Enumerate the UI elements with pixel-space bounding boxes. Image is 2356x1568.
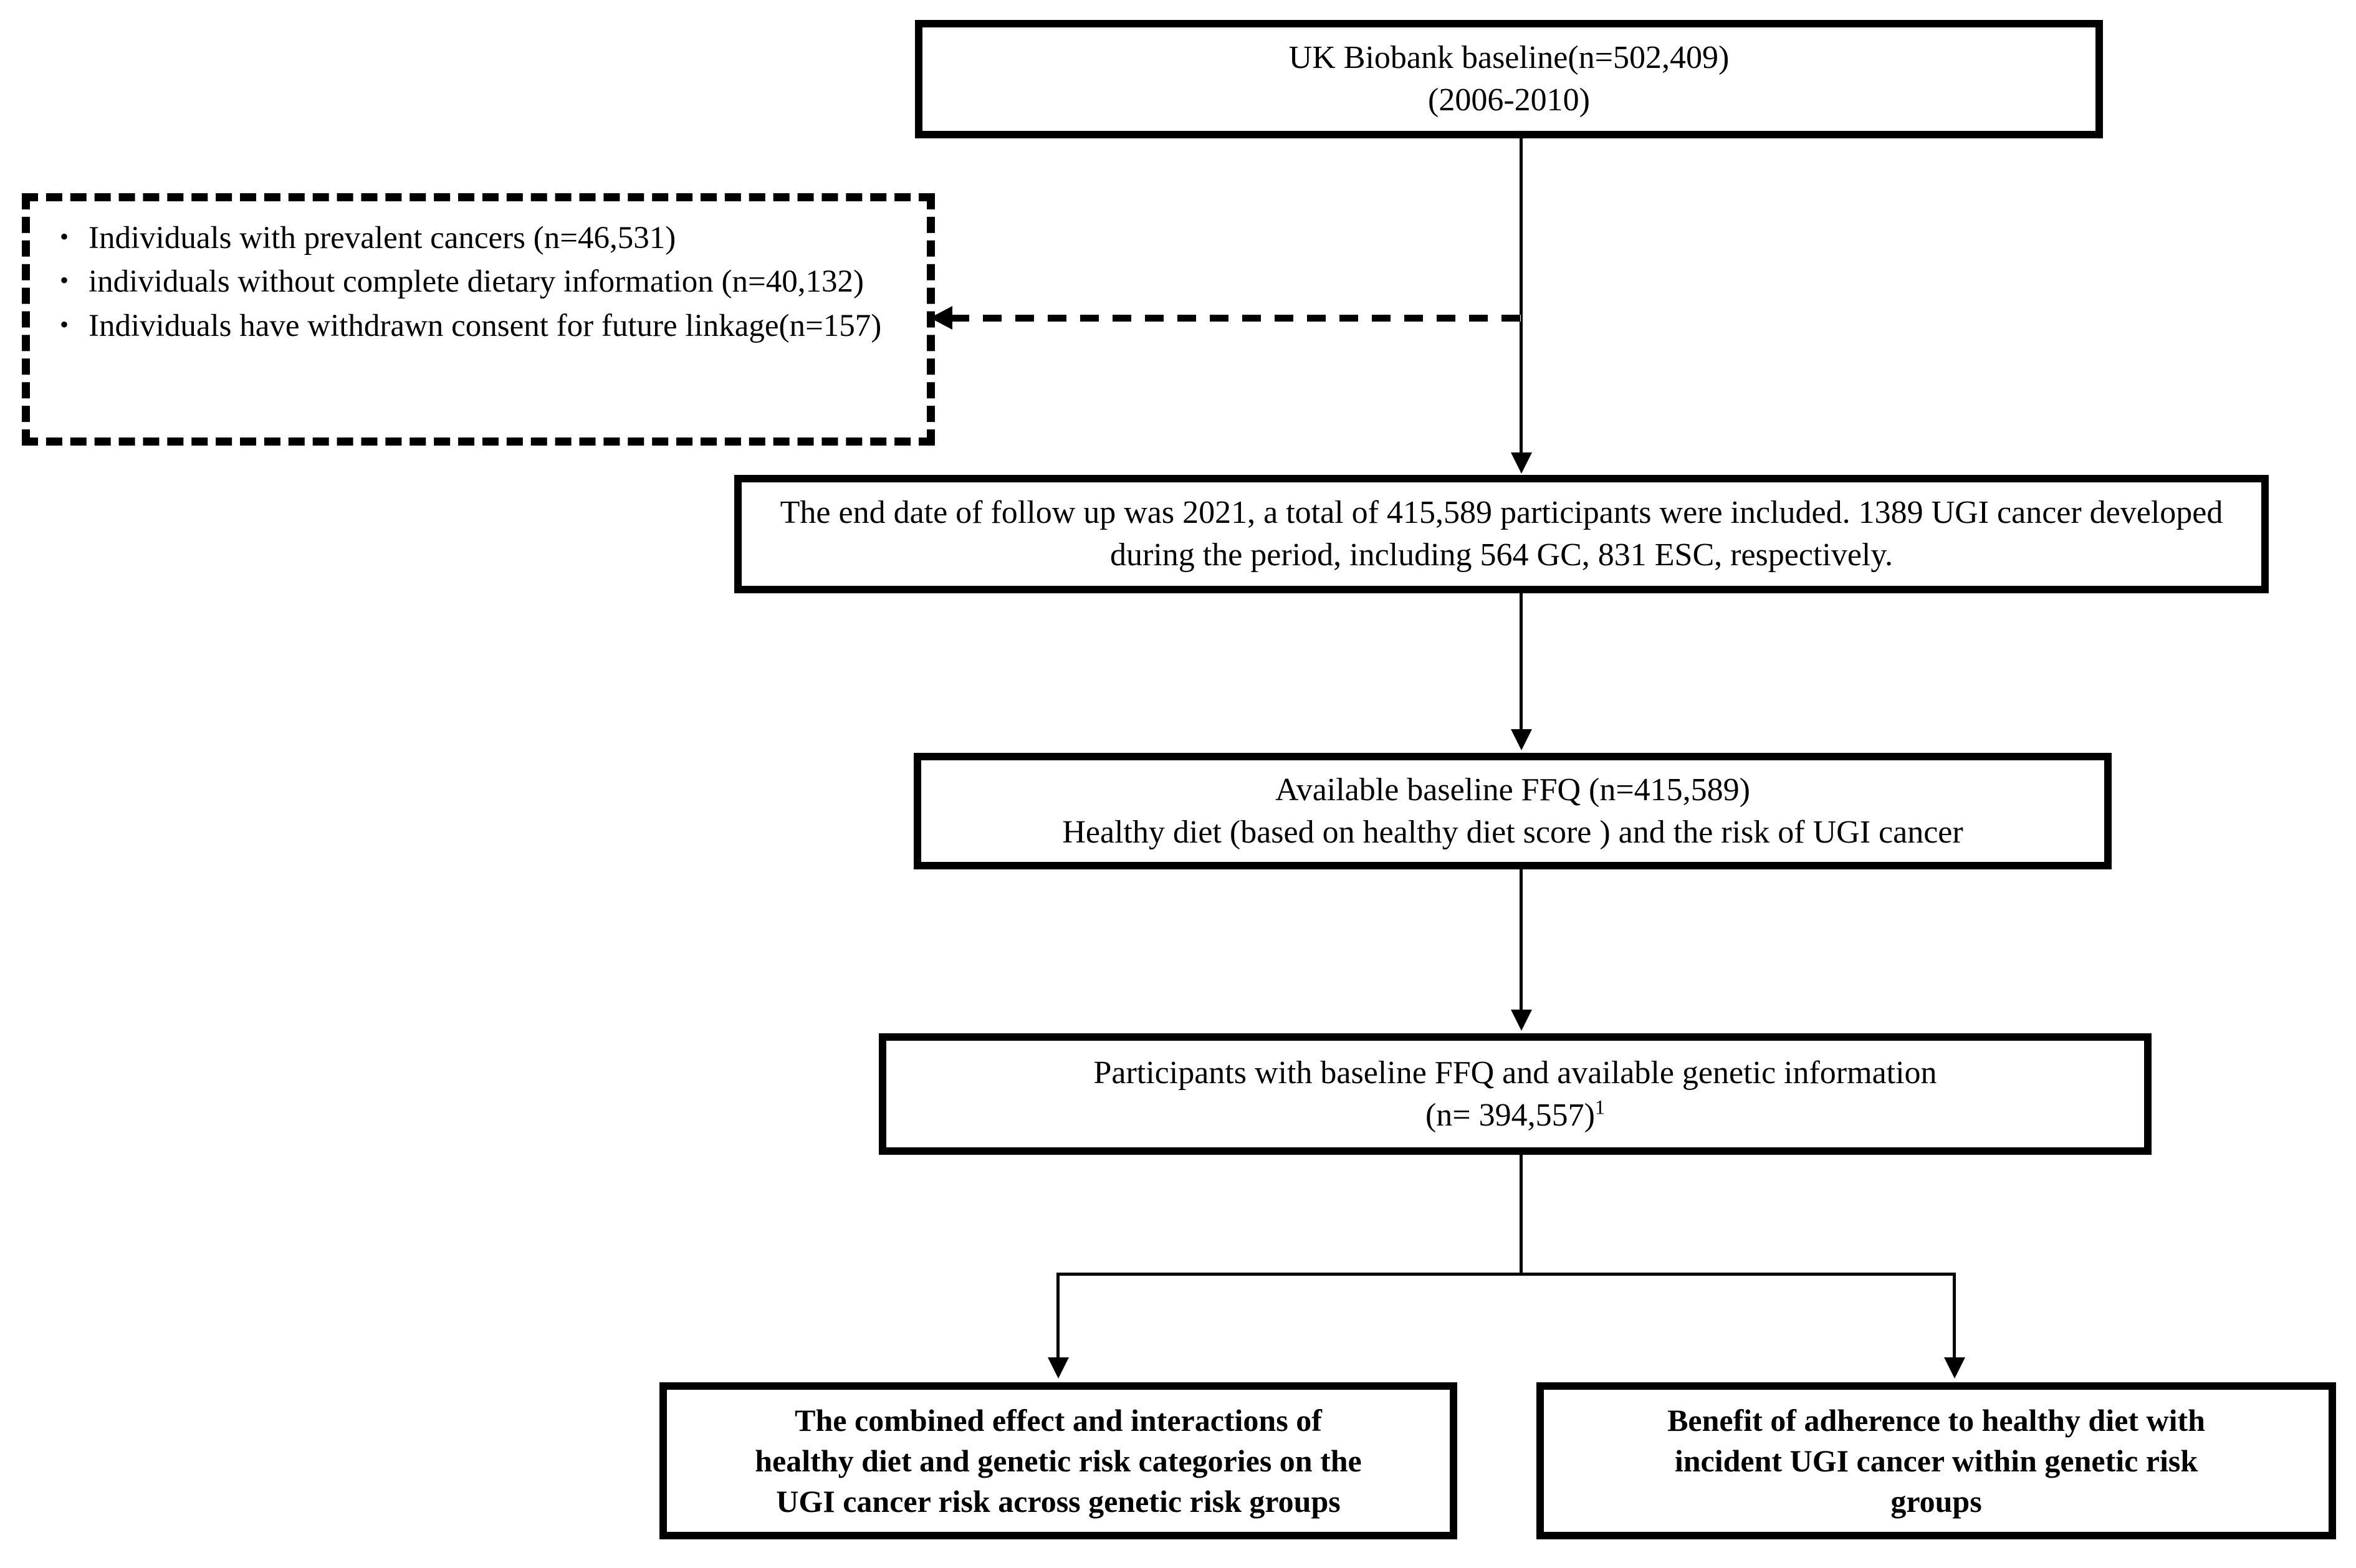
arrowhead-to-outcome-left <box>1048 1357 1069 1379</box>
box-exclusions: • Individuals with prevalent cancers (n=… <box>22 193 935 446</box>
genetic-line-2: (n= 394,557) <box>1425 1097 1595 1133</box>
arrowhead-to-exclusions <box>930 306 952 330</box>
connector-followup-to-ffq <box>1520 593 1523 732</box>
arrowhead-followup-to-ffq <box>1511 729 1532 750</box>
connector-split-right-drop <box>1953 1273 1956 1360</box>
box-genetic-information: Participants with baseline FFQ and avail… <box>879 1033 2152 1155</box>
exclusion-text-1: Individuals with prevalent cancers (n=46… <box>89 221 676 256</box>
exclusion-list: • Individuals with prevalent cancers (n=… <box>49 218 913 347</box>
box-uk-biobank-baseline: UK Biobank baseline(n=502,409) (2006-201… <box>915 20 2103 138</box>
arrowhead-ffq-to-genetic <box>1511 1010 1532 1031</box>
ffq-line-1: Available baseline FFQ (n=415,589) <box>1275 772 1750 808</box>
outcome-right-line-1: Benefit of adherence to healthy diet wit… <box>1667 1402 2205 1438</box>
followup-line-2: cancer developed during the period, incl… <box>1110 495 2223 573</box>
outcome-left-line-3: UGI cancer risk across genetic risk grou… <box>776 1483 1341 1519</box>
box-followup-text: The end date of follow up was 2021, a to… <box>742 492 2261 576</box>
outcome-left-line-1: The combined effect and interactions of <box>795 1402 1322 1438</box>
box-outcome-benefit-adherence: Benefit of adherence to healthy diet wit… <box>1536 1382 2336 1539</box>
box-outcome-right-text: Benefit of adherence to healthy diet wit… <box>1544 1400 2329 1522</box>
arrowhead-baseline-to-followup <box>1511 452 1532 474</box>
bullet-icon: • <box>60 222 69 251</box>
box-followup-summary: The end date of follow up was 2021, a to… <box>734 475 2269 593</box>
box-baseline-text: UK Biobank baseline(n=502,409) (2006-201… <box>922 37 2095 121</box>
box-outcome-left-text: The combined effect and interactions of … <box>667 1400 1450 1522</box>
arrowhead-to-outcome-right <box>1944 1357 1965 1379</box>
list-item: • Individuals have withdrawn consent for… <box>49 305 913 347</box>
connector-ffq-to-genetic <box>1520 869 1523 1011</box>
list-item: • Individuals with prevalent cancers (n=… <box>49 218 913 259</box>
genetic-footnote-marker: 1 <box>1594 1096 1606 1119</box>
genetic-line-1: Participants with baseline FFQ and avail… <box>1093 1054 1937 1091</box>
box-genetic-text: Participants with baseline FFQ and avail… <box>886 1052 2144 1136</box>
outcome-right-line-3: groups <box>1890 1483 1982 1519</box>
bullet-icon: • <box>60 310 69 338</box>
box-ffq-text: Available baseline FFQ (n=415,589) Healt… <box>921 769 2104 853</box>
list-item: • individuals without complete dietary i… <box>49 261 913 302</box>
connector-split-bar <box>1056 1273 1956 1276</box>
followup-line-1: The end date of follow up was 2021, a to… <box>780 495 1990 531</box>
connector-exclusion-dashed-line <box>951 315 1521 322</box>
outcome-left-line-2: healthy diet and genetic risk categories… <box>755 1443 1362 1478</box>
box-outcome-combined-effect: The combined effect and interactions of … <box>659 1382 1457 1539</box>
outcome-right-line-2: incident UGI cancer within genetic risk <box>1674 1443 2198 1478</box>
baseline-line-2: (2006-2010) <box>1428 82 1590 118</box>
box-available-ffq: Available baseline FFQ (n=415,589) Healt… <box>914 753 2112 869</box>
connector-split-left-drop <box>1056 1273 1060 1360</box>
connector-baseline-to-followup <box>1520 138 1523 456</box>
ffq-line-2: Healthy diet (based on healthy diet scor… <box>1062 814 1963 850</box>
exclusion-text-2: individuals without complete dietary inf… <box>89 264 864 300</box>
bullet-icon: • <box>60 266 69 295</box>
baseline-line-1: UK Biobank baseline(n=502,409) <box>1288 40 1730 76</box>
exclusion-text-3: Individuals have withdrawn consent for f… <box>89 308 882 343</box>
connector-genetic-stem <box>1520 1155 1523 1274</box>
